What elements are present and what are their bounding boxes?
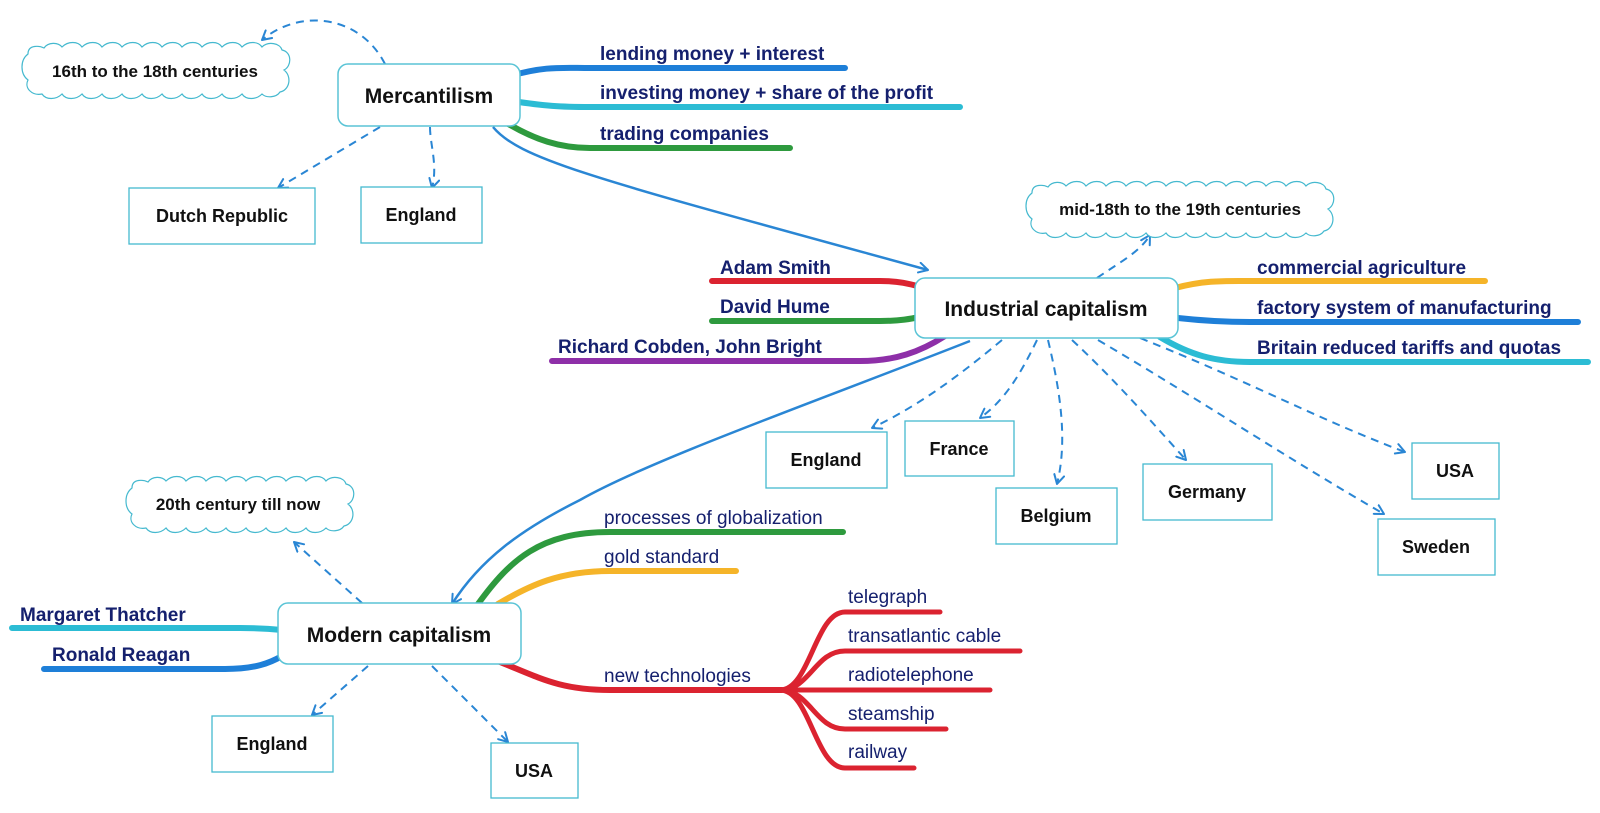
ind-person-text-2: David Hume bbox=[720, 297, 830, 318]
merc-to-industrial-arrow bbox=[492, 126, 929, 274]
mod-to-usa-arrow bbox=[431, 665, 509, 743]
ind-country-box-france[interactable] bbox=[904, 420, 1015, 477]
merc-branch-text-2: investing money + share of the profit bbox=[600, 83, 934, 104]
mod-tech-text-4: steamship bbox=[848, 704, 935, 725]
mod-person-text-1: Margaret Thatcher bbox=[20, 605, 186, 626]
modern-title: Modern capitalism bbox=[307, 624, 491, 647]
mod-tech-text-5: railway bbox=[848, 742, 908, 763]
ind-country-text-france: France bbox=[929, 439, 988, 459]
mercantilism-group: lending money + interest investing money… bbox=[21, 19, 963, 245]
mod-country-text-england: England bbox=[237, 734, 308, 754]
ind-person-text-1: Adam Smith bbox=[720, 258, 831, 279]
merc-branch-line-2 bbox=[509, 98, 963, 110]
mod-branch-text-3: new technologies bbox=[604, 666, 751, 687]
ind-to-sweden-arrow bbox=[1097, 339, 1385, 515]
ind-person-text-3: Richard Cobden, John Bright bbox=[558, 337, 823, 358]
mod-person-text-2: Ronald Reagan bbox=[52, 645, 190, 666]
ind-country-text-england: England bbox=[791, 450, 862, 470]
merc-period-text: 16th to the 18th centuries bbox=[52, 62, 258, 81]
mod-branch-text-1: processes of globalization bbox=[604, 508, 823, 529]
ind-branch-text-2: factory system of manufacturing bbox=[1257, 298, 1552, 319]
mod-person-line-1 bbox=[9, 625, 285, 633]
ind-country-text-usa: USA bbox=[1436, 461, 1474, 481]
industrial-title: Industrial capitalism bbox=[944, 298, 1147, 321]
ind-branch-text-1: commercial agriculture bbox=[1257, 258, 1466, 279]
ind-to-belgium-arrow bbox=[1047, 339, 1066, 485]
ind-country-box-sweden[interactable] bbox=[1377, 518, 1496, 576]
industrial-group: Adam Smith David Hume Richard Cobden, Jo… bbox=[549, 180, 1591, 576]
mod-tech-line-5 bbox=[777, 687, 917, 771]
ind-person-line-1 bbox=[709, 278, 928, 291]
ind-country-box-germany[interactable] bbox=[1142, 463, 1273, 521]
ind-to-england-arrow bbox=[871, 339, 1003, 430]
merc-to-dutch-arrow bbox=[277, 126, 381, 189]
mod-branch-text-2: gold standard bbox=[604, 547, 719, 568]
merc-period-cloud bbox=[21, 41, 291, 100]
ind-to-usa-arrow bbox=[1139, 337, 1406, 455]
ind-branch-text-3: Britain reduced tariffs and quotas bbox=[1257, 338, 1561, 359]
merc-country-text-england: England bbox=[386, 205, 457, 225]
ind-country-box-england[interactable] bbox=[765, 431, 888, 489]
merc-country-box-england[interactable] bbox=[360, 186, 483, 244]
merc-branch-line-3 bbox=[502, 119, 793, 151]
mod-period-cloud bbox=[125, 475, 355, 534]
ind-period-cloud bbox=[1025, 180, 1335, 239]
mod-country-box-england[interactable] bbox=[211, 715, 334, 773]
mod-branch-line-1 bbox=[475, 529, 846, 607]
ind-person-line-3 bbox=[549, 333, 948, 364]
ind-country-text-sweden: Sweden bbox=[1402, 537, 1470, 557]
merc-branch-line-1 bbox=[507, 64, 848, 79]
ind-country-text-germany: Germany bbox=[1168, 482, 1246, 502]
mod-period-text: 20th century till now bbox=[156, 495, 321, 514]
mercantilism-title: Mercantilism bbox=[365, 85, 493, 108]
mod-country-text-usa: USA bbox=[515, 761, 553, 781]
industrial-to-modern-arrow bbox=[450, 339, 971, 605]
modern-group: Margaret Thatcher Ronald Reagan processe… bbox=[9, 475, 1023, 799]
ind-country-box-belgium[interactable] bbox=[995, 487, 1118, 545]
industrial-node[interactable] bbox=[914, 277, 1179, 339]
mod-to-england-arrow bbox=[311, 665, 369, 716]
mercantilism-node[interactable] bbox=[337, 63, 521, 127]
ind-branch-line-3 bbox=[1157, 334, 1591, 365]
mod-tech-text-2: transatlantic cable bbox=[848, 626, 1001, 647]
ind-country-text-belgium: Belgium bbox=[1020, 506, 1091, 526]
merc-country-text-dutch: Dutch Republic bbox=[156, 206, 288, 226]
merc-branch-text-3: trading companies bbox=[600, 124, 769, 145]
ind-branch-line-1 bbox=[1172, 277, 1488, 291]
modern-node[interactable] bbox=[277, 602, 522, 665]
ind-to-france-arrow bbox=[979, 339, 1038, 419]
mod-country-box-usa[interactable] bbox=[490, 742, 579, 799]
merc-to-period-arrow bbox=[261, 19, 386, 65]
merc-branch-text-1: lending money + interest bbox=[600, 44, 825, 65]
ind-to-period-arrow bbox=[1096, 234, 1151, 279]
ind-country-box-usa[interactable] bbox=[1411, 442, 1500, 500]
mod-to-period-arrow bbox=[293, 541, 363, 604]
merc-country-box-dutch[interactable] bbox=[128, 187, 316, 245]
ind-period-text: mid-18th to the 19th centuries bbox=[1059, 200, 1301, 219]
merc-to-england-arrow bbox=[428, 126, 441, 189]
mod-branch-line-2 bbox=[495, 568, 739, 607]
ind-to-germany-arrow bbox=[1071, 339, 1187, 461]
mod-tech-text-3: radiotelephone bbox=[848, 665, 974, 686]
mod-tech-text-1: telegraph bbox=[848, 587, 927, 608]
mod-branch-line-3 bbox=[497, 659, 785, 693]
ind-branch-line-2 bbox=[1175, 315, 1581, 325]
